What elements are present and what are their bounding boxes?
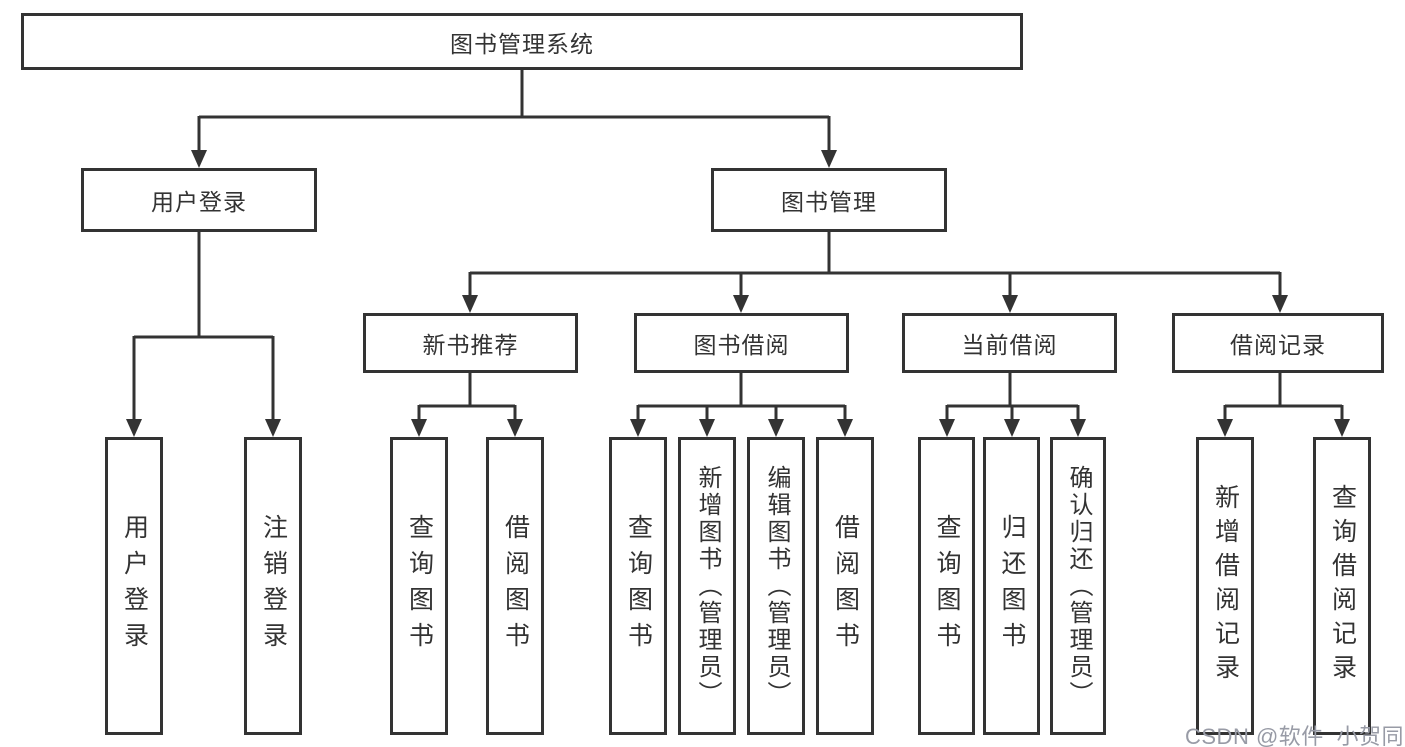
node-book-borrow: 图书借阅	[634, 313, 849, 373]
leaf-label: 查询图书	[624, 514, 653, 658]
leaf-label: 编辑图书（管理员）	[763, 464, 790, 708]
leaf-label: 查询借阅记录	[1328, 484, 1357, 688]
leaf-add-book-admin: 新增图书（管理员）	[678, 437, 736, 735]
node-library-management-system: 图书管理系统	[21, 13, 1023, 70]
leaf-query-book-recommend: 查询图书	[390, 437, 448, 735]
leaf-query-book-current: 查询图书	[918, 437, 975, 735]
leaf-label: 用户登录	[120, 514, 149, 658]
node-user-login: 用户登录	[81, 168, 317, 232]
csdn-watermark: CSDN @软件_小贺同学	[1185, 724, 1405, 747]
leaf-user-login: 用户登录	[105, 437, 163, 735]
arrowheads	[126, 150, 1350, 437]
leaf-label: 借阅图书	[501, 514, 530, 658]
leaf-return-book: 归还图书	[983, 437, 1040, 735]
leaf-label: 新增借阅记录	[1211, 484, 1240, 688]
leaf-label: 归还图书	[998, 514, 1026, 658]
leaf-borrow-book-recommend: 借阅图书	[486, 437, 544, 735]
leaf-borrow-book: 借阅图书	[816, 437, 874, 735]
leaf-query-book-borrow: 查询图书	[609, 437, 667, 735]
node-label: 当前借阅	[961, 332, 1058, 358]
node-current-borrow: 当前借阅	[902, 313, 1117, 373]
node-book-management: 图书管理	[711, 168, 947, 232]
leaf-query-borrow-record: 查询借阅记录	[1313, 437, 1371, 735]
leaf-label: 确认归还（管理员）	[1065, 464, 1092, 708]
node-label: 图书管理系统	[450, 30, 594, 57]
node-borrow-record: 借阅记录	[1172, 313, 1384, 373]
node-new-book-recommend: 新书推荐	[363, 313, 578, 373]
node-label: 图书管理	[781, 189, 877, 215]
leaf-label: 借阅图书	[831, 514, 860, 658]
leaf-label: 注销登录	[259, 514, 288, 658]
leaf-label: 新增图书（管理员）	[694, 464, 721, 708]
leaf-add-borrow-record: 新增借阅记录	[1196, 437, 1254, 735]
leaf-edit-book-admin: 编辑图书（管理员）	[747, 437, 805, 735]
node-label: 图书借阅	[693, 332, 790, 358]
node-label: 借阅记录	[1230, 332, 1326, 358]
leaf-logout: 注销登录	[244, 437, 302, 735]
leaf-label: 查询图书	[405, 514, 434, 658]
leaf-label: 查询图书	[933, 514, 961, 658]
leaf-confirm-return-admin: 确认归还（管理员）	[1050, 437, 1106, 735]
node-label: 新书推荐	[422, 332, 519, 358]
node-label: 用户登录	[151, 189, 247, 215]
